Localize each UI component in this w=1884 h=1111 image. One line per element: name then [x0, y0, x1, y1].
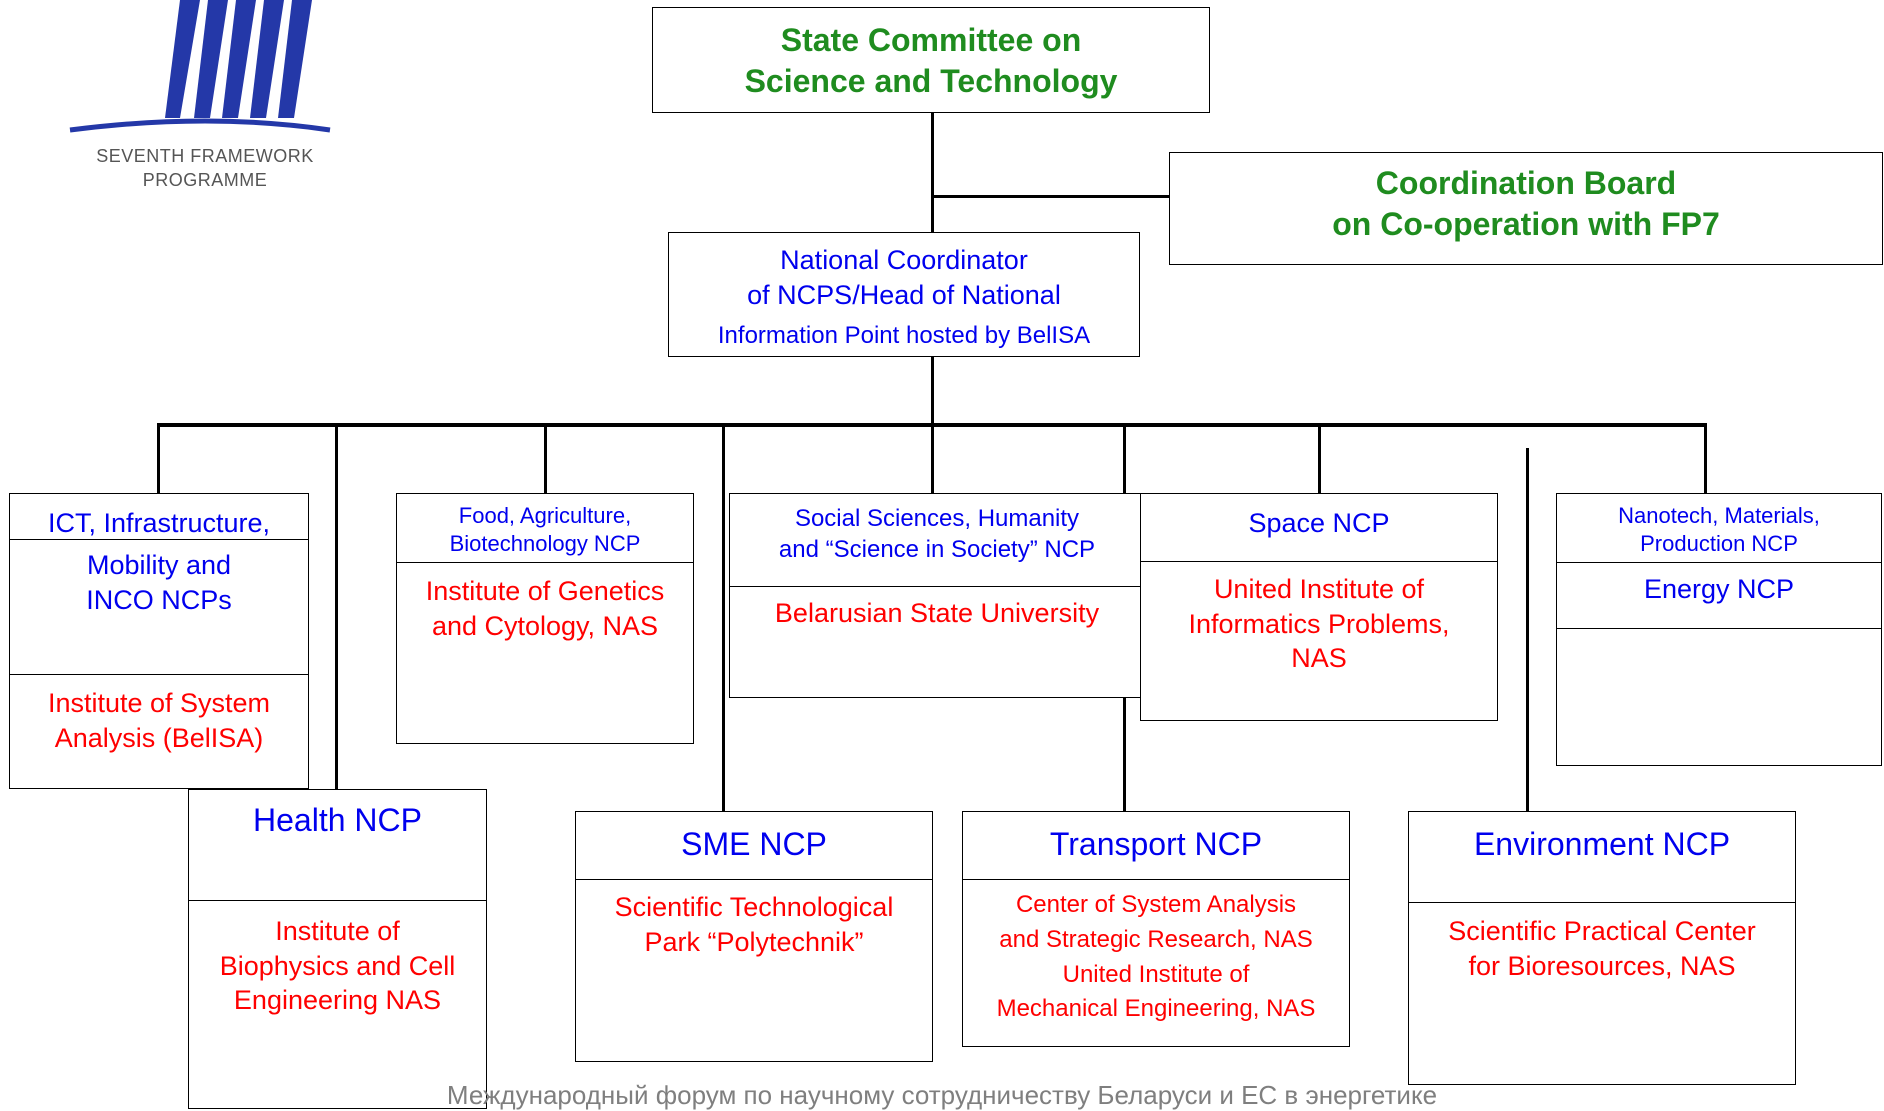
ncp-title-health: Health NCP: [253, 802, 422, 838]
ncp-title-social: Social Sciences, Humanity and “Science i…: [778, 505, 1096, 563]
ncp-title-space: Space NCP: [1248, 508, 1390, 538]
connector-coordinator-to-bus: [931, 356, 934, 426]
ncp-box-space: Space NCP United Institute of Informatic…: [1140, 493, 1498, 721]
ncp-host-ict: Institute of System Analysis (BelISA): [47, 688, 271, 753]
drop-nano: [1704, 425, 1707, 495]
logo-text-line1: SEVENTH FRAMEWORK: [96, 146, 314, 166]
drop-space: [1318, 425, 1321, 495]
ncp-title-ict-cont: Mobility and INCO NCPs: [86, 550, 232, 615]
ncp-box-transport: Transport NCP Center of System Analysis …: [962, 811, 1350, 1047]
ncp-title-food: Food, Agriculture, Biotechnology NCP: [449, 503, 641, 557]
ncp-title-transport: Transport NCP: [1049, 826, 1263, 862]
ncp-title-sme: SME NCP: [681, 826, 827, 862]
state-committee-label: State Committee on Science and Technolog…: [744, 22, 1118, 99]
ncp-host-sme: Scientific Technological Park “Polytechn…: [614, 892, 894, 957]
drop-social: [931, 425, 934, 495]
drop-environment: [1526, 448, 1529, 813]
logo-text-line2: PROGRAMME: [142, 170, 268, 190]
connector-committee-to-coordinator: [931, 110, 934, 232]
ncp-host-transport: Center of System Analysis and Strategic …: [996, 891, 1316, 1023]
ncp-box-food: Food, Agriculture, Biotechnology NCP Ins…: [396, 493, 694, 744]
national-coordinator-label: National Coordinator of NCPS/Head of Nat…: [747, 245, 1061, 310]
ncp-host-environment: Scientific Practical Center for Bioresou…: [1448, 916, 1756, 981]
ncp-title-energy: Energy NCP: [1643, 574, 1795, 604]
ncp-host-social: Belarusian State University: [774, 598, 1100, 628]
drop-sme: [722, 425, 725, 813]
state-committee-box: State Committee on Science and Technolog…: [652, 7, 1210, 113]
national-coordinator-box: National Coordinator of NCPS/Head of Nat…: [668, 232, 1140, 357]
drop-food: [544, 425, 547, 495]
ncp-host-space: United Institute of Informatics Problems…: [1188, 574, 1450, 674]
national-coordinator-host: Information Point hosted by BelISA: [717, 322, 1091, 349]
ncp-title-ict: ICT, Infrastructure,: [47, 508, 271, 538]
fp7-logo: SEVENTH FRAMEWORK PROGRAMME: [60, 0, 350, 200]
coordination-board-box: Coordination Board on Co-operation with …: [1169, 152, 1883, 265]
footer-text: Международный форум по научному сотрудни…: [446, 1080, 1438, 1110]
fp7-logo-mark: [69, 0, 331, 133]
ncp-box-sme: SME NCP Scientific Technological Park “P…: [575, 811, 933, 1062]
ncp-box-health: Health NCP Institute of Biophysics and C…: [188, 789, 487, 1109]
coordination-board-label: Coordination Board on Co-operation with …: [1332, 165, 1720, 242]
ncp-host-food: Institute of Genetics and Cytology, NAS: [425, 576, 665, 641]
ncp-box-nano: Nanotech, Materials, Production NCP Ener…: [1556, 493, 1882, 766]
drop-health: [335, 425, 338, 791]
ncp-box-social: Social Sciences, Humanity and “Science i…: [729, 493, 1145, 698]
connector-board: [931, 195, 1169, 198]
ncp-box-environment: Environment NCP Scientific Practical Cen…: [1408, 811, 1796, 1085]
ncp-host-health: Institute of Biophysics and Cell Enginee…: [219, 916, 456, 1016]
ncp-title-nano: Nanotech, Materials, Production NCP: [1618, 503, 1820, 557]
ncp-box-ict: ICT, Infrastructure, Mobility and INCO N…: [9, 493, 309, 789]
drop-ict: [157, 425, 160, 495]
ncp-title-environment: Environment NCP: [1473, 826, 1731, 862]
